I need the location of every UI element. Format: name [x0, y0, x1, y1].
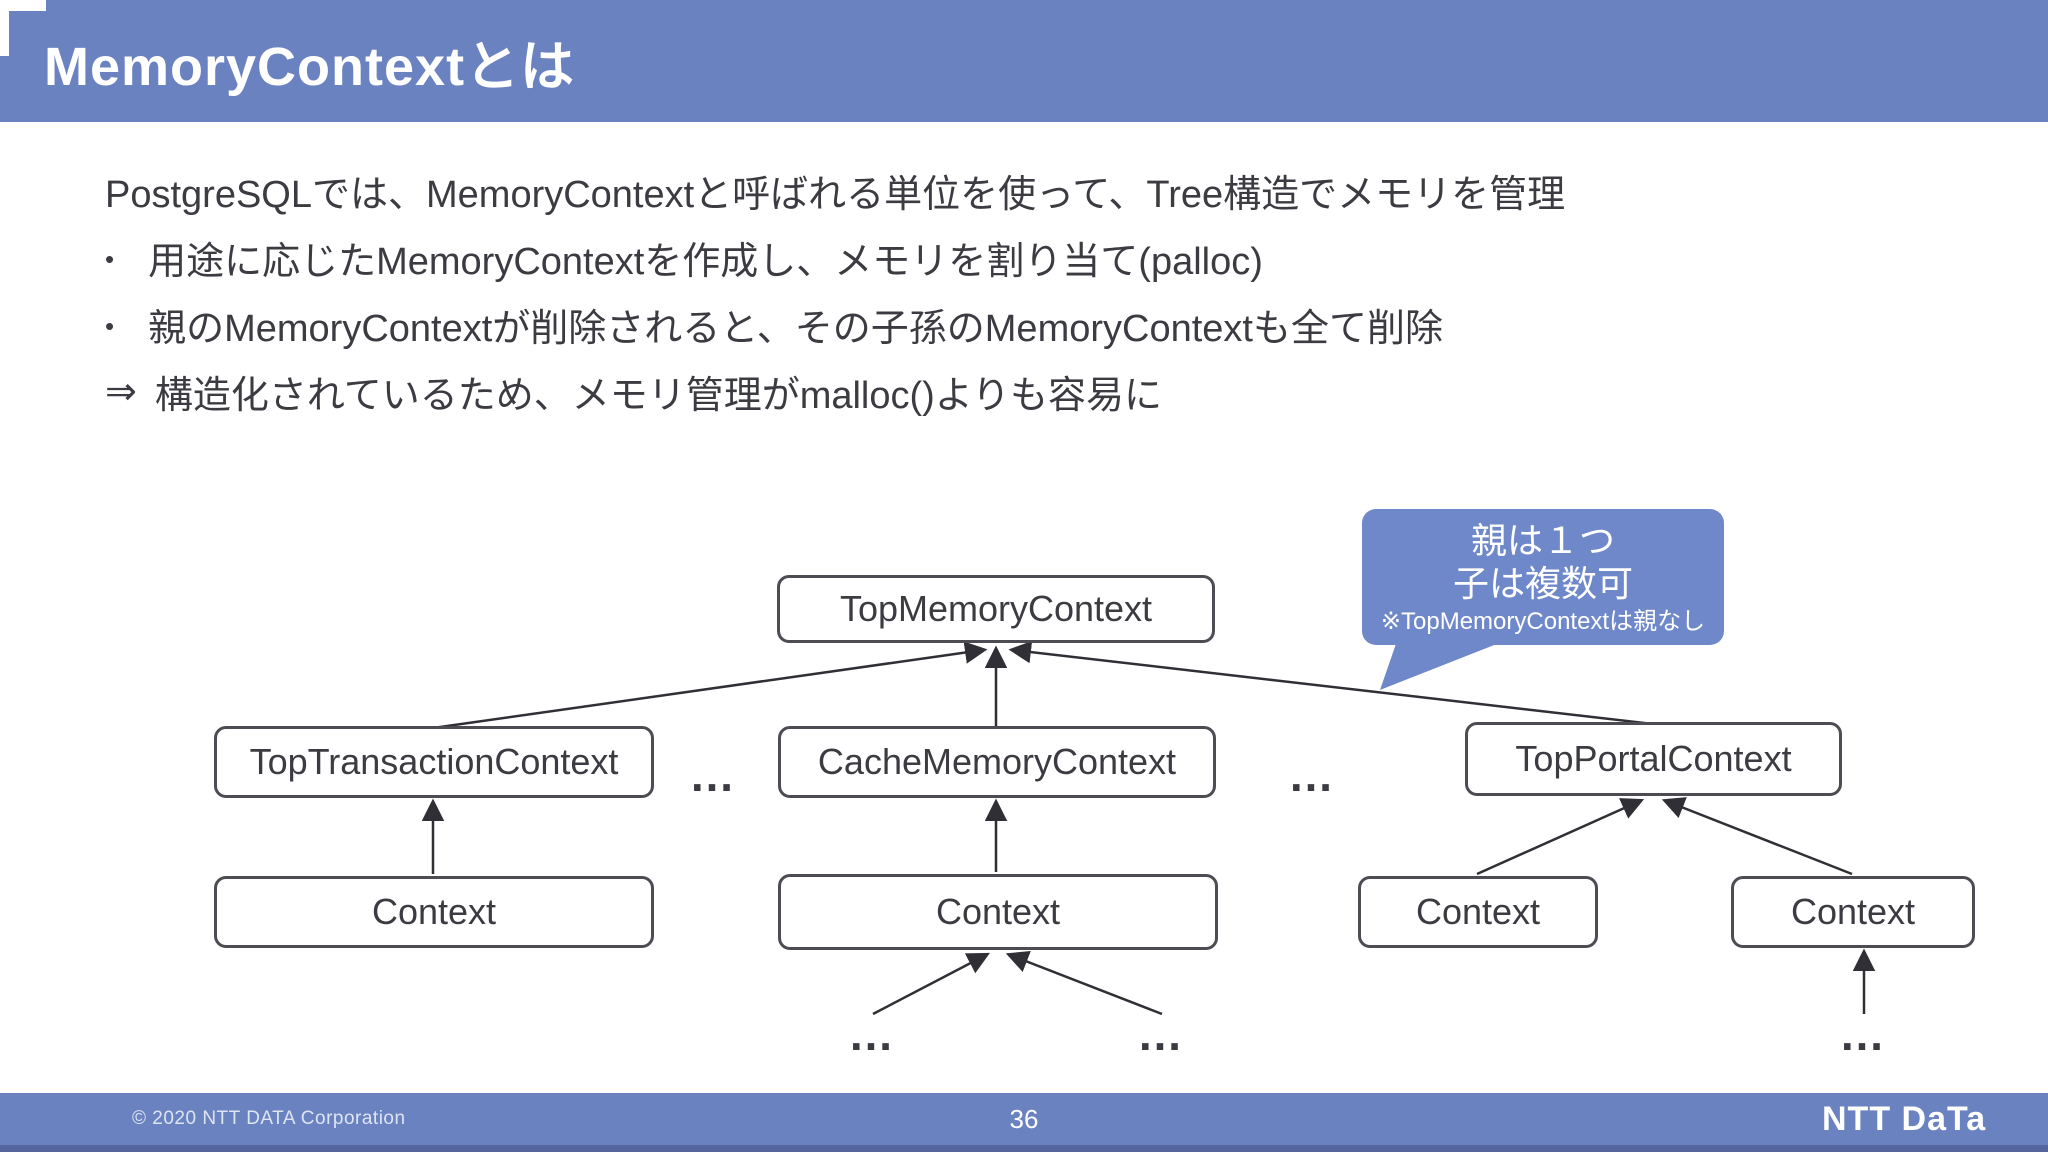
implies-arrow: ⇒	[105, 371, 137, 413]
callout-note: ※TopMemoryContextは親なし	[1380, 608, 1706, 635]
node-top-transaction-context: TopTransactionContext	[214, 726, 654, 798]
footer-bottom-edge	[0, 1145, 2048, 1152]
ntt-data-logo: NTT DaTa	[1822, 1099, 1987, 1138]
conclusion-text: 構造化されているため、メモリ管理がmalloc()よりも容易に	[154, 375, 1163, 417]
callout-line-2: 子は複数可	[1452, 563, 1633, 604]
bullet-marker: •	[105, 311, 115, 341]
bullet-item-1: • 用途に応じたMemoryContextを作成し、メモリを割り当て(pallo…	[105, 230, 1263, 285]
node-top-portal-context: TopPortalContext	[1465, 722, 1842, 796]
capture-notch-left	[0, 0, 9, 56]
node-context-3: Context	[1358, 876, 1598, 948]
callout-bubble: 親は１つ 子は複数可 ※TopMemoryContextは親なし	[1362, 509, 1724, 645]
conclusion-line: ⇒ 構造化されているため、メモリ管理がmalloc()よりも容易に	[105, 364, 1162, 419]
ellipsis-bottom-middle: …	[1137, 1008, 1187, 1060]
bullet-text: 親のMemoryContextが削除されると、その子孫のMemoryContex…	[148, 308, 1443, 350]
node-top-memory-context: TopMemoryContext	[777, 575, 1215, 643]
slide-title: MemoryContextとは	[44, 36, 576, 97]
callout-line-1: 親は１つ	[1470, 520, 1615, 561]
bullet-item-2: • 親のMemoryContextが削除されると、その子孫のMemoryCont…	[105, 297, 1443, 352]
ellipsis-bottom-left: …	[848, 1008, 898, 1060]
callout-tail	[1380, 638, 1512, 690]
ellipsis-level2-right: …	[1288, 749, 1338, 801]
node-context-4: Context	[1731, 876, 1975, 948]
node-context-1: Context	[214, 876, 654, 948]
node-cache-memory-context: CacheMemoryContext	[778, 726, 1216, 798]
capture-notch-top	[0, 0, 46, 11]
ellipsis-level2-left: …	[689, 749, 739, 801]
intro-text: PostgreSQLでは、MemoryContextと呼ばれる単位を使って、Tr…	[105, 174, 1566, 216]
page-number: 36	[1009, 1103, 1039, 1134]
header-bar: MemoryContextとは	[0, 0, 2048, 122]
copyright-text: © 2020 NTT DATA Corporation	[132, 1108, 406, 1129]
bullet-marker: •	[105, 244, 115, 274]
bullet-text: 用途に応じたMemoryContextを作成し、メモリを割り当て(palloc)	[148, 241, 1263, 283]
node-context-2: Context	[778, 874, 1218, 950]
footer-bar: © 2020 NTT DATA Corporation 36 NTT DaTa	[0, 1093, 2048, 1152]
ellipsis-bottom-right: …	[1839, 1008, 1889, 1060]
